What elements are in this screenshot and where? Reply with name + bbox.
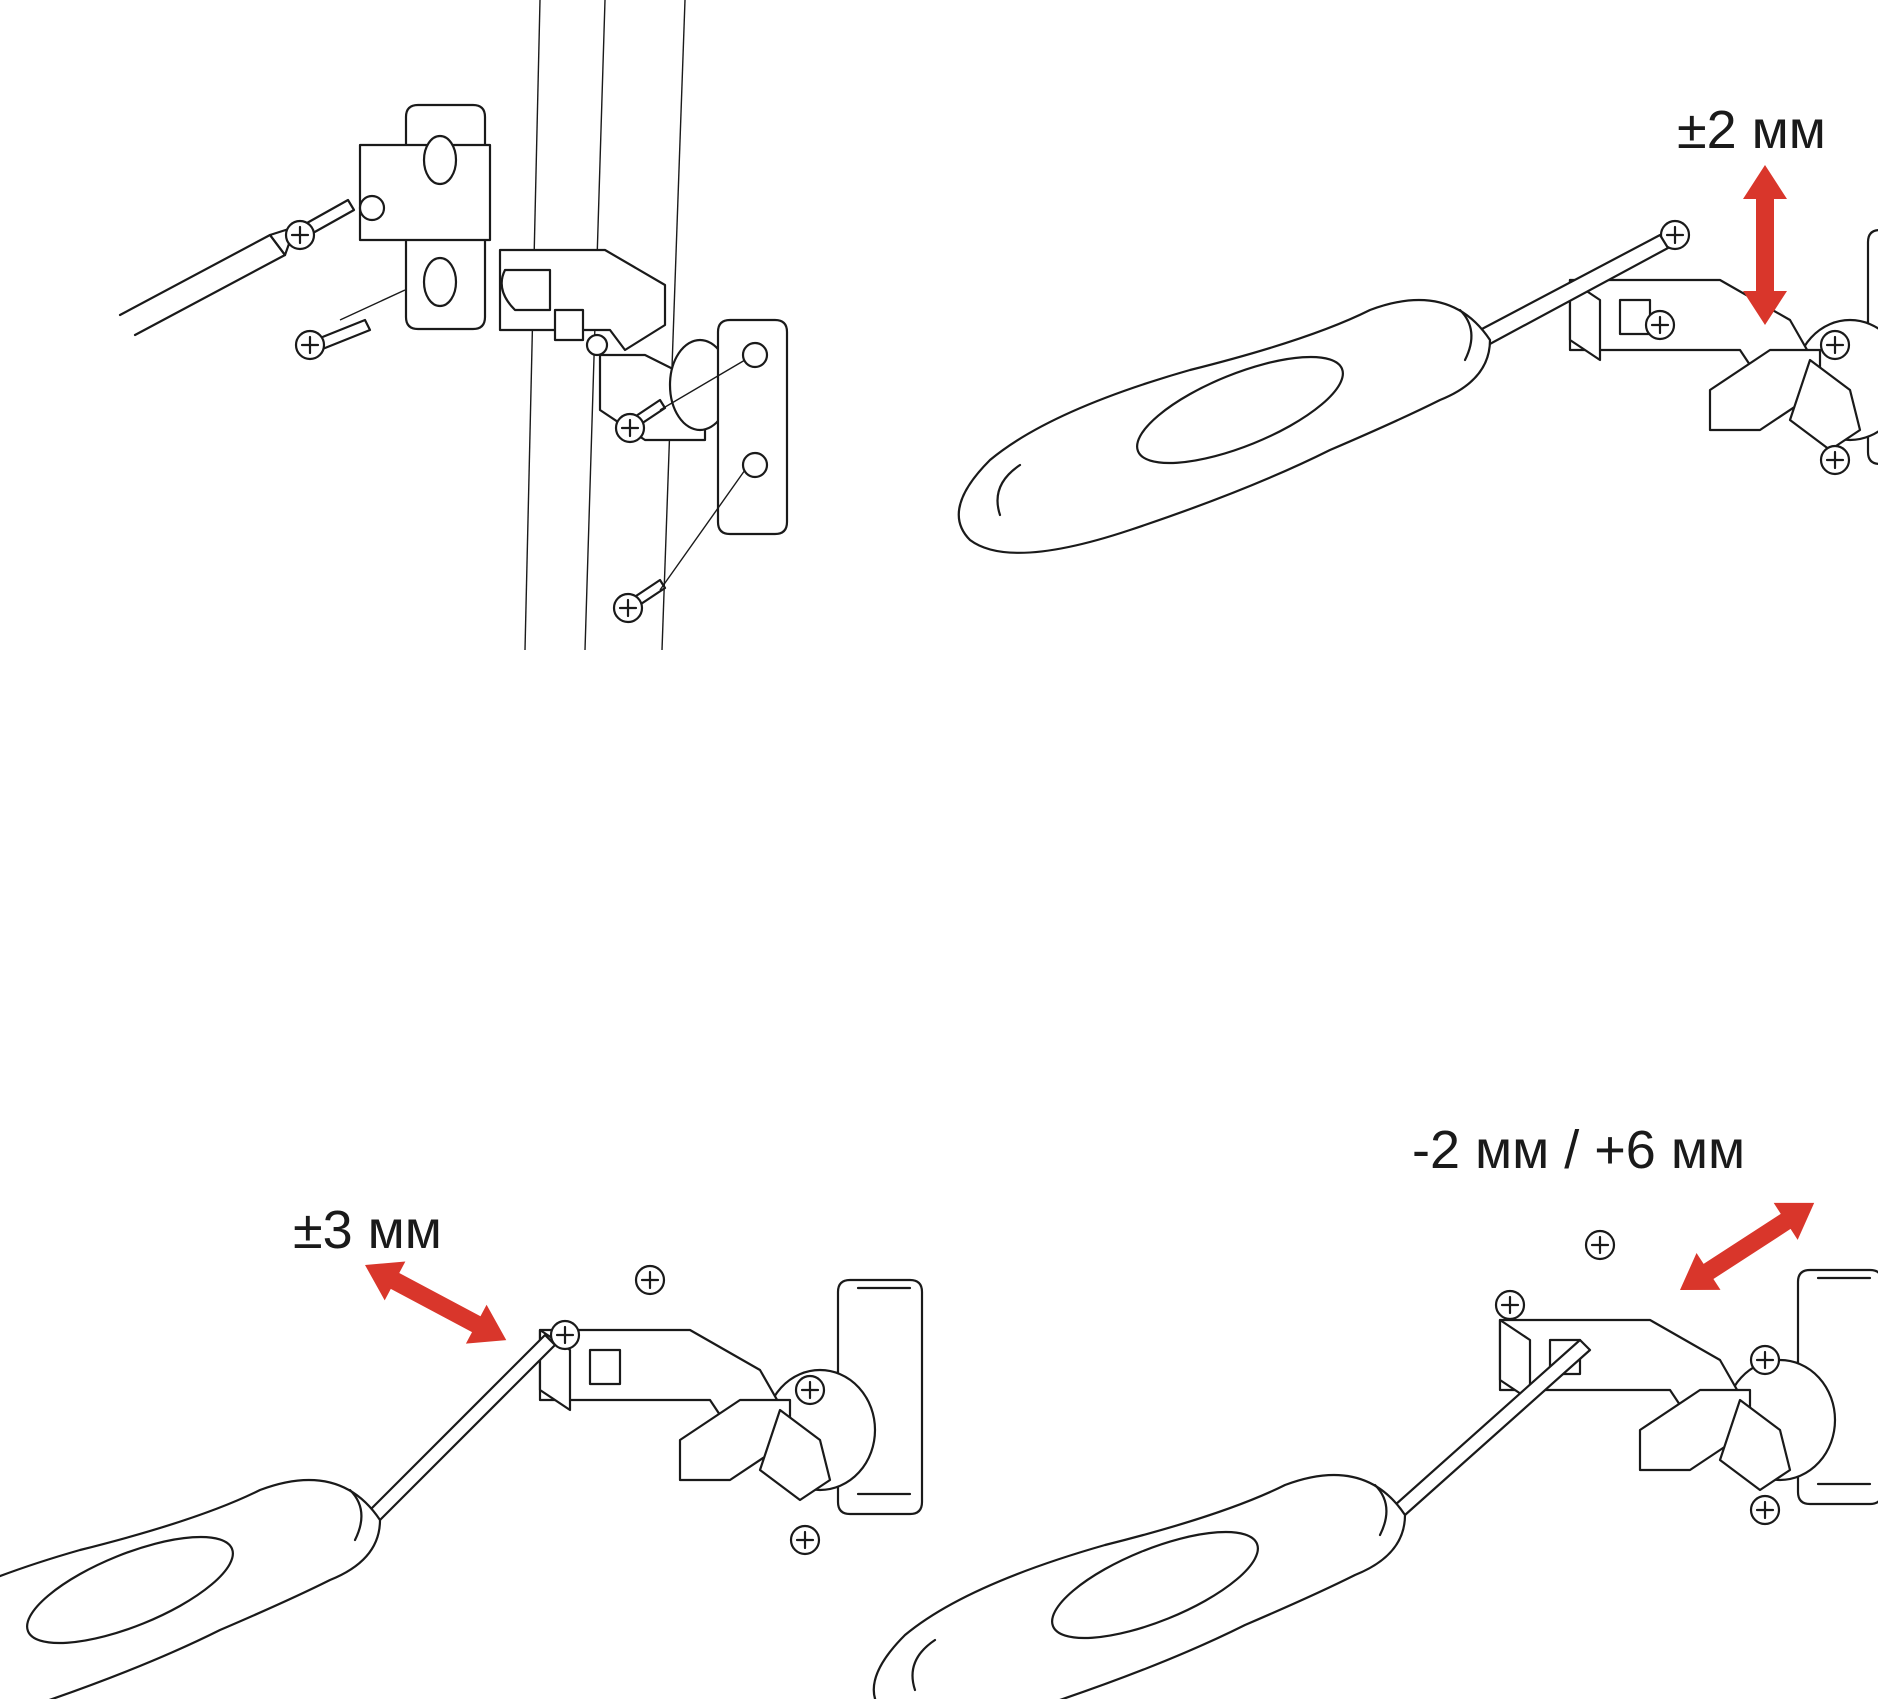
double-arrow-icon <box>1743 165 1787 325</box>
screw-icon <box>614 398 667 444</box>
lateral-adjustment-label: ±3 мм <box>293 1200 442 1260</box>
screwdriver-icon <box>957 233 1670 554</box>
mounting-plate-icon <box>358 103 492 331</box>
double-arrow-icon <box>354 1245 517 1360</box>
screw-icon <box>294 318 372 361</box>
panel-lateral-adjustment <box>0 1245 924 1699</box>
screwdriver-icon <box>118 233 287 337</box>
screw-icon <box>612 578 667 624</box>
panel-vertical-adjustment <box>957 165 1878 554</box>
vertical-adjustment-label: ±2 мм <box>1677 100 1826 160</box>
hinge-icon <box>498 248 789 536</box>
cabinet-edge-line <box>661 0 686 651</box>
panel-installation <box>118 0 789 651</box>
depth-adjustment-label: -2 мм / +6 мм <box>1412 1120 1746 1180</box>
panel-depth-adjustment <box>872 1184 1878 1699</box>
screwdriver-icon <box>872 1338 1592 1699</box>
hinge-icon <box>538 1264 924 1556</box>
screw-icon <box>284 198 356 251</box>
screwdriver-icon <box>0 1333 557 1699</box>
